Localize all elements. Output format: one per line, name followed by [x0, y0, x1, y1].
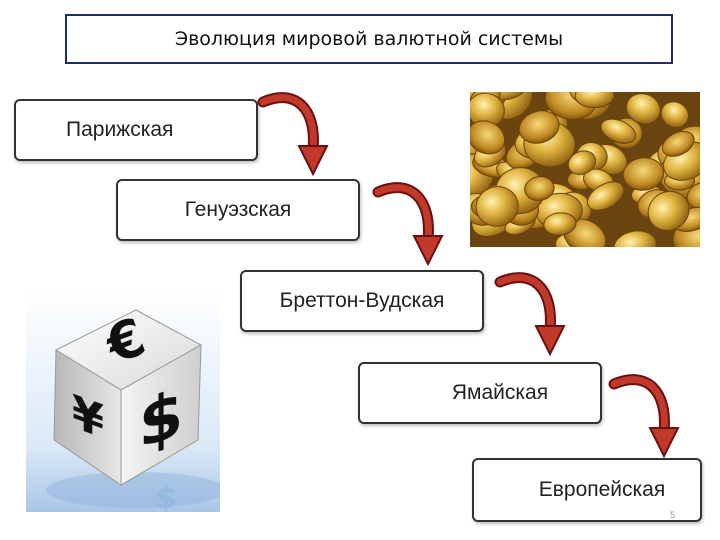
- coins-photo: [470, 92, 700, 247]
- stage-box-genoese: Генуэзская: [116, 179, 360, 241]
- curved-arrow-icon: [372, 182, 444, 267]
- stage-box-jamaican: Ямайская: [358, 362, 602, 424]
- curved-arrow-icon: [494, 272, 566, 357]
- stage-label: Парижская: [66, 118, 174, 141]
- currency-dice-photo: € ¥ $ $: [26, 290, 220, 512]
- svg-text:$: $: [156, 481, 177, 512]
- stage-box-parisian: Парижская: [14, 99, 258, 161]
- stage-box-bretton-woods: Бреттон-Вудская: [240, 270, 484, 332]
- stage-box-european: Европейская: [472, 458, 702, 522]
- slide-title: Эволюция мировой валютной системы: [174, 28, 564, 50]
- curved-arrow-icon: [608, 374, 680, 459]
- stage-label: Бреттон-Вудская: [279, 289, 445, 312]
- stage-label: Европейская: [538, 478, 666, 501]
- stage-label: Ямайская: [451, 381, 549, 404]
- svg-text:$: $: [139, 375, 184, 464]
- svg-text:¥: ¥: [72, 385, 104, 450]
- curved-arrow-icon: [257, 92, 329, 177]
- title-box: Эволюция мировой валютной системы: [65, 14, 673, 64]
- stage-label: Генуэзская: [184, 198, 292, 221]
- page-number: 5: [670, 510, 676, 520]
